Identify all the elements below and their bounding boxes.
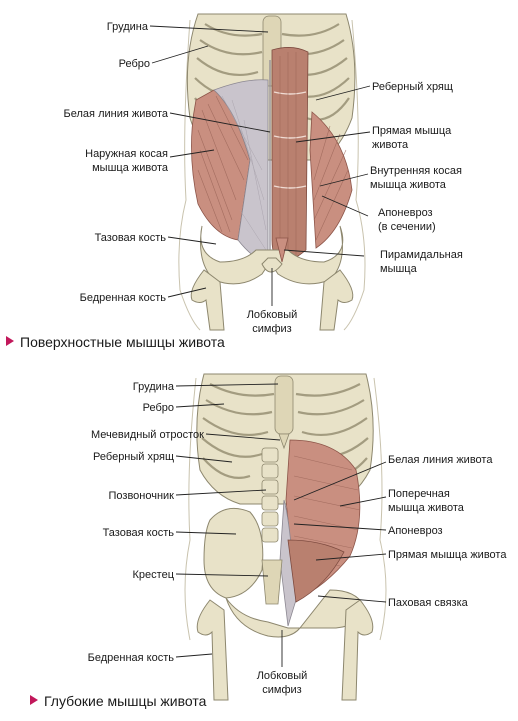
deep-label-linea-alba: Белая линия живота — [388, 454, 493, 466]
deep-label-pelvic-bone: Тазовая кость — [103, 527, 175, 539]
deep-label-femur: Бедренная кость — [88, 652, 175, 664]
sup-label-sternum: Грудина — [107, 21, 149, 33]
caption-deep: Глубокие мышцы живота — [44, 693, 207, 709]
sup-label-rib: Ребро — [119, 58, 150, 70]
caption-bullet-icon — [6, 336, 14, 346]
sup-label-pyramidal-line2: мышца — [380, 263, 418, 275]
deep-label-sternum: Грудина — [133, 381, 175, 393]
sup-label-external-oblique-line1: Наружная косая — [85, 148, 168, 160]
deep-label-rectus: Прямая мышца живота — [388, 549, 507, 561]
sup-label-rectus-line1: Прямая мышца — [372, 125, 452, 137]
deep-label-symphysis-line1: Лобковый — [257, 670, 308, 682]
deep-label-inguinal: Паховая связка — [388, 597, 469, 609]
sup-label-aponeurosis-line1: Апоневроз — [378, 207, 433, 219]
deep-leader-lines — [175, 383, 387, 667]
sup-label-pyramidal-line1: Пирамидальная — [380, 249, 463, 261]
sup-label-pelvic-bone: Тазовая кость — [95, 232, 167, 244]
sup-label-internal-oblique-line2: мышца живота — [370, 179, 447, 191]
sup-label-femur: Бедренная кость — [80, 292, 167, 304]
sup-label-aponeurosis-line2: (в сечении) — [378, 221, 436, 233]
deep-label-xiphoid: Мечевидный отросток — [91, 429, 204, 441]
deep-label-rib: Ребро — [143, 402, 174, 414]
deep-label-aponeurosis: Апоневроз — [388, 525, 443, 537]
sup-label-rectus-line2: живота — [372, 139, 409, 151]
deep-muscles-illustration — [184, 373, 387, 701]
deep-label-spine: Позвоночник — [109, 490, 175, 502]
deep-label-costal-arch: Реберный хрящ — [93, 451, 174, 463]
caption-bullet-icon — [30, 695, 38, 705]
sup-label-symphysis-line2: симфиз — [252, 323, 291, 335]
deep-label-symphysis-line2: симфиз — [262, 684, 301, 696]
sup-label-symphysis-line1: Лобковый — [247, 309, 298, 321]
sup-label-internal-oblique-line1: Внутренняя косая — [370, 165, 462, 177]
deep-label-transverse-line2: мышца живота — [388, 502, 465, 514]
sup-label-linea-alba: Белая линия живота — [64, 108, 169, 120]
deep-label-transverse-line1: Поперечная — [388, 488, 450, 500]
deep-label-sacrum: Крестец — [133, 569, 175, 581]
caption-superficial: Поверхностные мышцы живота — [20, 334, 225, 350]
superficial-leader-lines — [149, 25, 371, 306]
superficial-muscles-illustration — [178, 13, 366, 331]
sup-label-external-oblique-line2: мышца живота — [92, 162, 169, 174]
sup-label-costal-arch: Реберный хрящ — [372, 81, 453, 93]
